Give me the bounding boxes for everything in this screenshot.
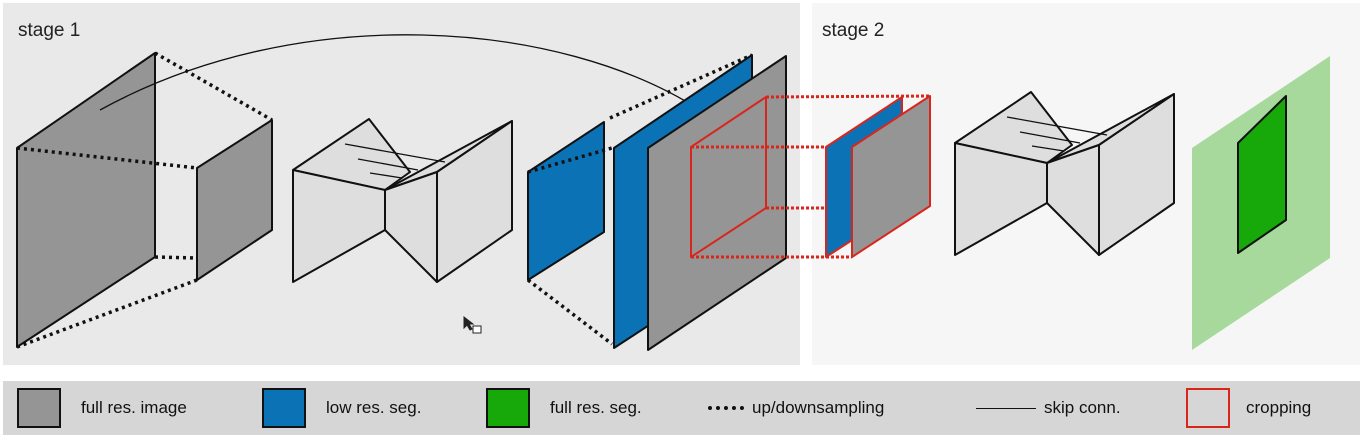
- legend-label: cropping: [1246, 398, 1312, 417]
- skip-connection: [99, 34, 701, 111]
- downsampled-image-plane: [196, 119, 273, 281]
- upsampling-lines: [526, 53, 753, 346]
- network-2: [954, 91, 1175, 256]
- stage-1-label: stage 1: [18, 20, 81, 41]
- input-image-plane: [16, 52, 156, 348]
- legend-label: up/downsampling: [752, 398, 885, 417]
- architecture-diagram: [16, 34, 1330, 351]
- dotted-line-swatch: [708, 406, 744, 410]
- swatch: [486, 388, 530, 428]
- legend-up-downsampling: up/downsampling: [708, 381, 884, 435]
- legend: full res. image low res. seg. full res. …: [3, 381, 1360, 435]
- cropped-image: [851, 95, 931, 258]
- legend-label: skip conn.: [1044, 398, 1121, 417]
- legend-low-res-seg: low res. seg.: [262, 381, 421, 435]
- cursor-icon: [463, 315, 482, 334]
- stage-2-label: stage 2: [822, 20, 885, 41]
- legend-label: full res. seg.: [550, 398, 642, 417]
- cropping-lines: [691, 94, 931, 259]
- downsampling-lines: [16, 51, 273, 349]
- line-swatch: [976, 407, 1036, 409]
- swatch: [17, 388, 61, 428]
- swatch: [1186, 388, 1230, 428]
- low-res-seg-small: [527, 121, 605, 281]
- legend-full-res-seg: full res. seg.: [486, 381, 642, 435]
- swatch: [262, 388, 306, 428]
- legend-full-res-image: full res. image: [17, 381, 187, 435]
- legend-label: full res. image: [81, 398, 187, 417]
- legend-cropping: cropping: [1186, 381, 1311, 435]
- legend-label: low res. seg.: [326, 398, 422, 417]
- full-res-seg-output: [1237, 95, 1287, 254]
- network-1: [292, 118, 513, 283]
- legend-skip-conn: skip conn.: [976, 381, 1121, 435]
